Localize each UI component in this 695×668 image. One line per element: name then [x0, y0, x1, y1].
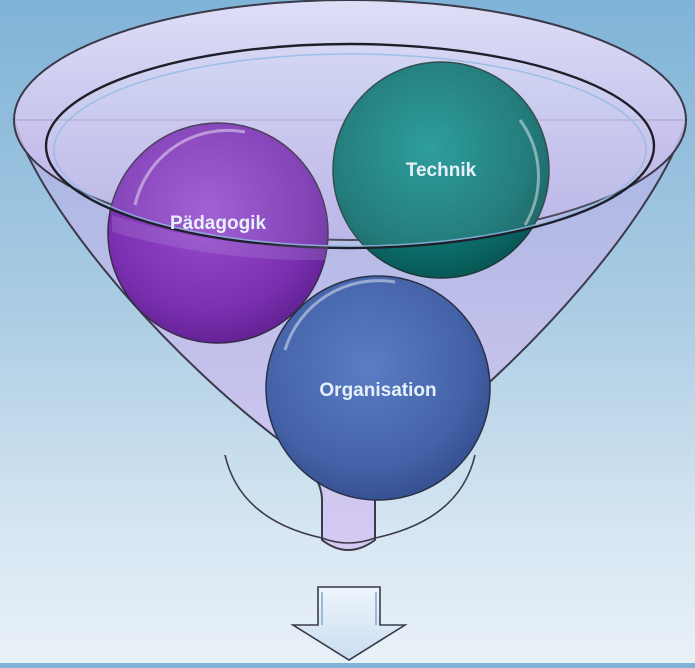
glass-overlay-left	[112, 215, 328, 261]
funnel-rim-highlight	[53, 53, 647, 247]
circle-technik	[332, 61, 550, 279]
funnel-neck	[224, 454, 476, 544]
label-paedagogik: Pädagogik	[170, 213, 267, 234]
circle-organisation-shine	[283, 279, 396, 351]
circle-organisation	[265, 275, 491, 501]
funnel-glass-overlay	[112, 215, 328, 261]
funnel-rim-inner	[44, 42, 656, 250]
circle-organisation-shape	[265, 275, 491, 501]
circle-technik-shine	[518, 119, 540, 226]
circle-paedagogik	[107, 122, 329, 344]
circle-technik-shape	[332, 61, 550, 279]
circle-paedagogik-shape	[107, 122, 329, 344]
down-arrow-shape	[290, 586, 408, 661]
label-organisation: Organisation	[319, 380, 436, 401]
down-arrow-icon	[290, 586, 408, 661]
label-technik: Technik	[406, 160, 477, 181]
circle-paedagogik-shine	[133, 128, 246, 206]
